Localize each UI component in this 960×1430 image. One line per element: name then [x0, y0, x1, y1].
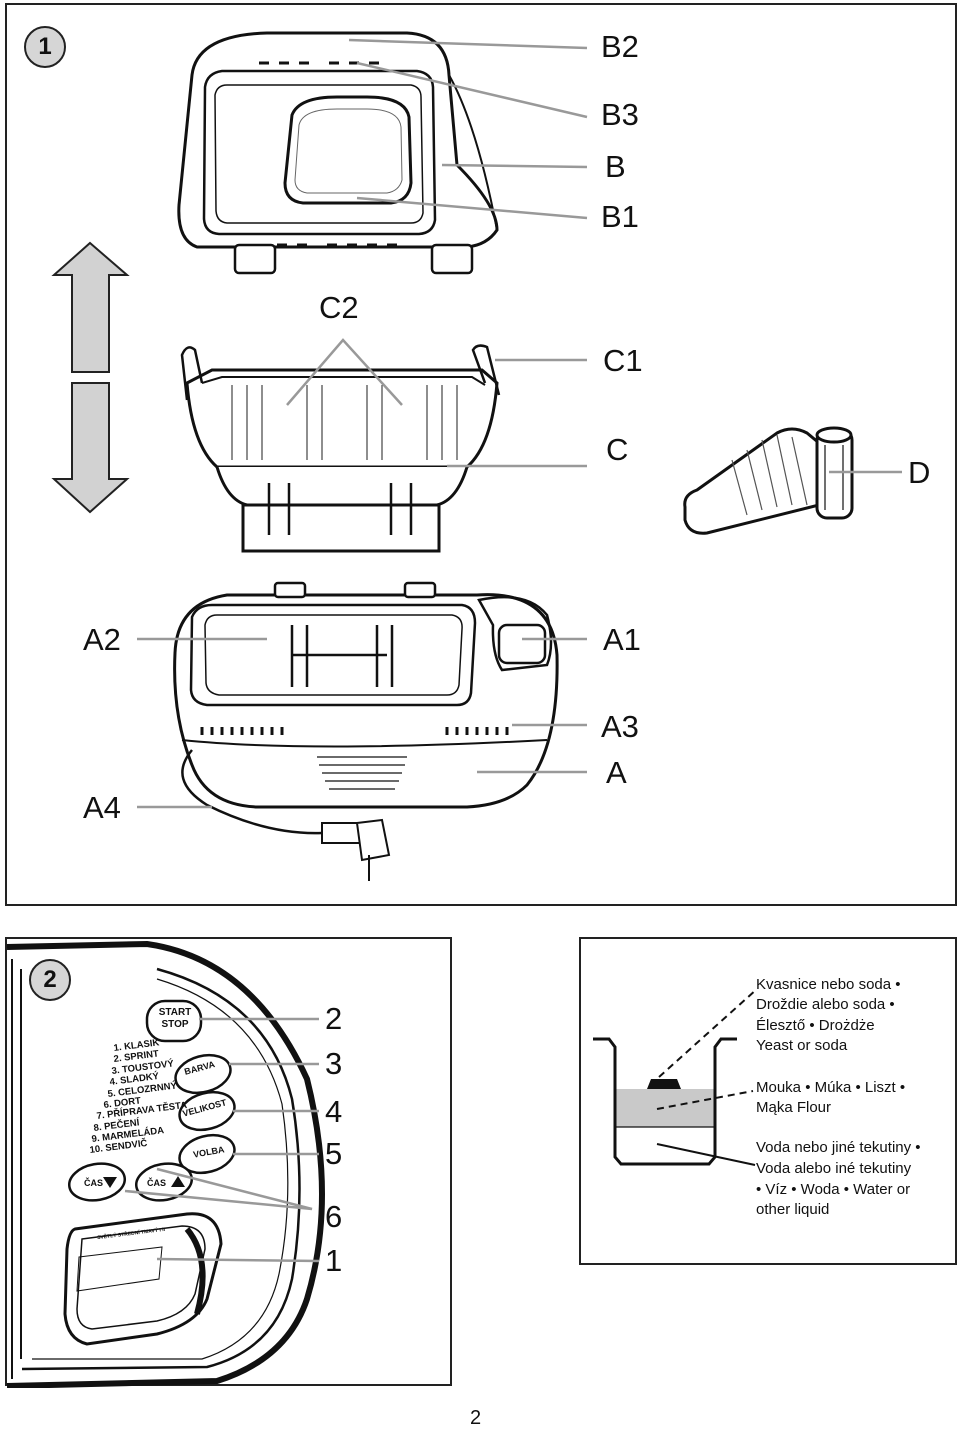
- callout-5: 5: [325, 1136, 343, 1171]
- figure-1-number: 1: [24, 26, 66, 68]
- water-line: other liquid: [756, 1201, 830, 1218]
- figure-3-panel: Kvasnice nebo soda • Droždie alebo soda …: [579, 937, 957, 1265]
- label-c: C: [606, 432, 629, 467]
- leader-lines: [137, 38, 902, 809]
- callout-6: 6: [325, 1199, 343, 1234]
- label-b2: B2: [601, 29, 639, 64]
- arrow-down-icon: [103, 1177, 117, 1188]
- water-line: Voda alebo iné tekutiny: [756, 1160, 912, 1177]
- label-b: B: [605, 149, 626, 184]
- figure-2-number: 2: [29, 959, 71, 1001]
- label-d: D: [908, 455, 931, 490]
- figure-1-drawing: [51, 31, 902, 881]
- kneading-paddle-drawing: [683, 426, 854, 535]
- cas-up-button[interactable]: ČAS: [147, 1178, 167, 1188]
- yeast-line: Kvasnice nebo soda •: [756, 976, 901, 993]
- water-line: Voda nebo jiné tekutiny •: [756, 1139, 921, 1156]
- label-a2: A2: [83, 622, 121, 657]
- lid-drawing: [177, 31, 499, 275]
- yeast-mound: [647, 1079, 681, 1089]
- yeast-line: Droždie alebo soda •: [756, 996, 895, 1013]
- base-unit-drawing: [173, 581, 559, 881]
- start-stop-button[interactable]: START STOP: [158, 1007, 192, 1031]
- label-a3: A3: [601, 709, 639, 744]
- pan-outline: [593, 1037, 737, 1166]
- callout-2: 2: [325, 1001, 343, 1036]
- flour-layer: [615, 1089, 715, 1127]
- figure-2-panel: 2 START STOP BARVA VELIKOST VOLBA ČAS ČA…: [5, 937, 452, 1388]
- label-b3: B3: [601, 97, 639, 132]
- label-a1: A1: [603, 622, 641, 657]
- callout-3: 3: [325, 1046, 343, 1081]
- yeast-line: Yeast or soda: [756, 1037, 848, 1054]
- yeast-line: Élesztő • Drożdże: [756, 1017, 875, 1034]
- arrow-up-icon: [171, 1176, 185, 1187]
- lift-arrow-icon: [51, 241, 130, 514]
- ingredients-drawing: [593, 988, 758, 1166]
- label-b1: B1: [601, 199, 639, 234]
- callout-leaders: [124, 1017, 320, 1263]
- stop-label: STOP: [161, 1019, 189, 1030]
- cas-down-button[interactable]: ČAS: [84, 1178, 104, 1188]
- callout-4: 4: [325, 1094, 343, 1129]
- flour-line: Mouka • Múka • Liszt •: [756, 1079, 906, 1096]
- page-number: 2: [470, 1407, 482, 1429]
- label-a: A: [606, 755, 627, 790]
- water-line: • Víz • Woda • Water or: [756, 1181, 911, 1198]
- label-a4: A4: [83, 790, 121, 825]
- control-panel-drawing: [7, 940, 325, 1388]
- start-label: START: [158, 1007, 192, 1018]
- figure-1-panel: 1: [5, 3, 957, 906]
- callout-1: 1: [325, 1243, 343, 1278]
- flour-line: Mąka Flour: [756, 1099, 832, 1116]
- label-c2: C2: [319, 290, 359, 325]
- label-c1: C1: [603, 343, 643, 378]
- baking-pan-drawing: [180, 344, 501, 553]
